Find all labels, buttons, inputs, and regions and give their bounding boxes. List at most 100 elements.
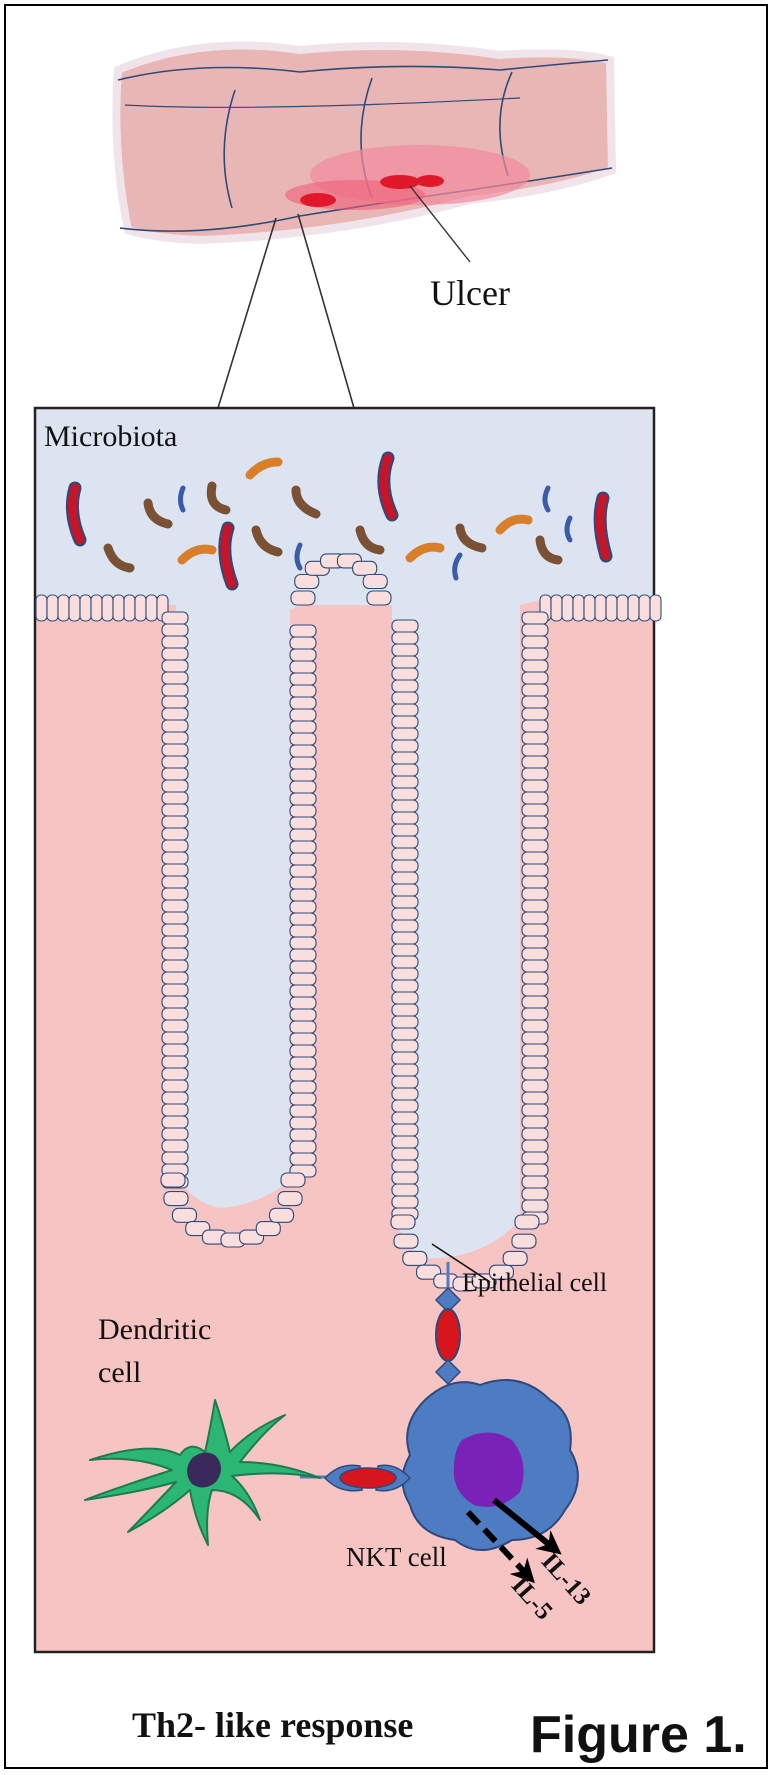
nkt-cell-label: NKT cell <box>346 1542 447 1573</box>
epithelial-cell <box>503 1251 527 1265</box>
epithelial-cell <box>392 896 418 908</box>
epithelial-cell <box>522 1068 548 1080</box>
epithelial-cell <box>290 745 316 757</box>
epithelial-cell <box>290 1081 316 1093</box>
epithelial-cell <box>522 900 548 912</box>
figure-label: Figure 1. <box>530 1705 747 1765</box>
epithelial-cell <box>522 924 548 936</box>
epithelial-cell <box>162 696 188 708</box>
epithelial-cell <box>162 1020 188 1032</box>
epithelial-cell <box>162 684 188 696</box>
microbiota-label: Microbiota <box>44 420 177 454</box>
epithelial-cell <box>162 924 188 936</box>
epithelial-cell <box>403 1251 427 1265</box>
epithelial-cell <box>290 1057 316 1069</box>
epithelial-cell <box>584 595 595 621</box>
epithelial-cell <box>392 944 418 956</box>
epithelial-cell-label: Epithelial cell <box>462 1268 607 1298</box>
epithelial-cell <box>290 853 316 865</box>
epithelial-cell <box>353 561 377 575</box>
epithelial-cell <box>522 864 548 876</box>
bacterium-rod <box>181 488 184 510</box>
epithelial-cell <box>162 804 188 816</box>
epithelial-cell <box>162 972 188 984</box>
epithelial-cell <box>392 1016 418 1028</box>
epithelial-cell <box>522 960 548 972</box>
epithelial-cell <box>392 692 418 704</box>
epithelial-cell <box>522 840 548 852</box>
epithelial-cell <box>392 968 418 980</box>
epithelial-cell <box>392 644 418 656</box>
epithelial-cell <box>162 816 188 828</box>
epithelial-cell <box>522 1020 548 1032</box>
epithelial-cell <box>522 708 548 720</box>
epithelial-cell <box>124 595 135 621</box>
epithelial-cell <box>290 769 316 781</box>
epithelial-cell <box>172 1208 196 1222</box>
epithelial-cell <box>392 1100 418 1112</box>
epithelial-cell <box>290 1117 316 1129</box>
epithelial-cell <box>392 716 418 728</box>
epithelial-cell <box>290 1069 316 1081</box>
epithelial-cell <box>162 780 188 792</box>
epithelial-cell <box>522 852 548 864</box>
epithelial-cell <box>522 684 548 696</box>
epithelial-cell <box>290 1105 316 1117</box>
epithelial-cell <box>522 1188 548 1200</box>
epithelial-cell <box>162 1140 188 1152</box>
epithelial-cell <box>281 1173 305 1187</box>
epithelial-cell <box>522 792 548 804</box>
dendritic-cell-label-line1: Dendritic <box>98 1313 211 1347</box>
epithelial-cell <box>162 948 188 960</box>
epithelial-cell <box>562 595 573 621</box>
epithelial-cell <box>522 936 548 948</box>
epithelial-cell <box>392 932 418 944</box>
epithelial-cell <box>161 1173 185 1187</box>
epithelial-cell <box>290 637 316 649</box>
epithelial-cell <box>522 948 548 960</box>
epithelial-cell <box>290 793 316 805</box>
response-caption: Th2- like response <box>132 1704 413 1746</box>
epithelial-cell <box>392 728 418 740</box>
epithelial-cell <box>162 1056 188 1068</box>
epithelial-cell <box>522 744 548 756</box>
epithelial-cell <box>606 595 617 621</box>
epithelial-cell <box>162 996 188 1008</box>
epithelial-cell <box>162 612 188 624</box>
epithelial-cell <box>392 992 418 1004</box>
epithelial-cell <box>522 648 548 660</box>
epithelial-cell <box>102 595 113 621</box>
epithelial-cell <box>290 1153 316 1165</box>
epithelial-cell <box>290 925 316 937</box>
epithelial-cell <box>162 636 188 648</box>
epithelial-cell <box>551 595 562 621</box>
epithelial-cell <box>522 1200 548 1212</box>
epithelial-cell <box>290 721 316 733</box>
epithelial-cell <box>290 757 316 769</box>
epithelial-cell <box>392 800 418 812</box>
epithelial-cell <box>391 1215 415 1229</box>
epithelial-cell <box>290 961 316 973</box>
epithelial-cell <box>290 649 316 661</box>
epithelial-cell <box>392 908 418 920</box>
epithelial-cell <box>162 660 188 672</box>
epithelial-cell <box>290 913 316 925</box>
epithelial-cell <box>392 1004 418 1016</box>
epithelial-cell <box>522 1104 548 1116</box>
epithelial-cell <box>392 872 418 884</box>
epithelial-cell <box>392 656 418 668</box>
epithelial-cell <box>164 1192 188 1206</box>
epithelial-cell <box>522 1164 548 1176</box>
epithelial-cell <box>162 1152 188 1164</box>
epithelial-cell <box>58 595 69 621</box>
epithelial-cell <box>392 824 418 836</box>
epithelial-cell <box>290 997 316 1009</box>
epithelial-cell <box>522 1140 548 1152</box>
epithelial-cell <box>162 1128 188 1140</box>
epithelial-cell <box>290 901 316 913</box>
epithelial-cell <box>392 1184 418 1196</box>
epithelial-cell <box>522 996 548 1008</box>
epithelial-cell <box>162 1008 188 1020</box>
epithelial-cell <box>392 956 418 968</box>
